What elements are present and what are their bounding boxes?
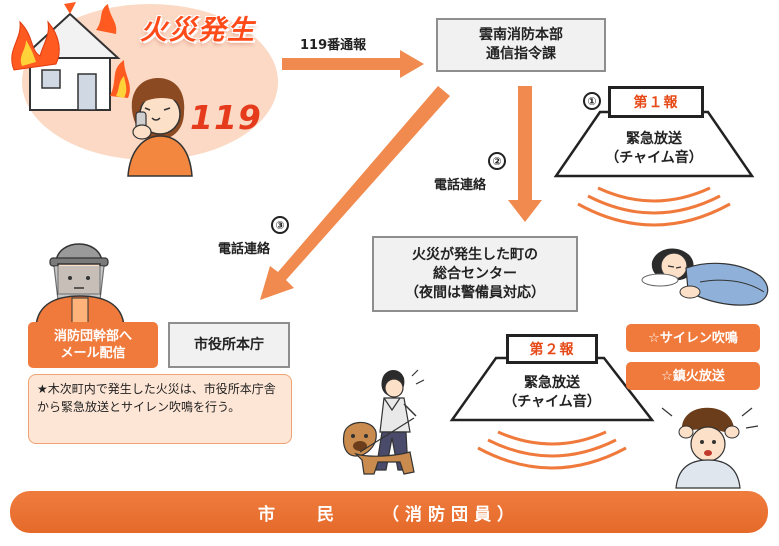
arrow-to-hq [282, 50, 424, 78]
citizen-label: 市 民 [258, 504, 352, 525]
first-report-badge: 第１報 [608, 86, 704, 118]
siren-label: ☆サイレン吹鳴 [648, 330, 738, 346]
step2-number: ② [488, 152, 506, 170]
second-report-label: 第２報 [529, 342, 575, 358]
mail-delivery-chip: 消防団幹部へ メール配信 [28, 322, 158, 368]
center-box-line3: （夜間は警備員対応） [405, 284, 545, 301]
hq-box: 雲南消防本部 通信指令課 [436, 18, 606, 72]
sleeping-person-icon [641, 248, 769, 306]
first-report-text: 緊急放送 （チャイム音） [566, 130, 742, 168]
first-report-line2: （チャイム音） [605, 150, 703, 166]
report-label: 119番通報 [300, 38, 367, 53]
emergency-number: 119 [190, 98, 262, 137]
center-box-line2: 総合センター [433, 265, 517, 282]
arrow-to-city-hall [260, 86, 450, 300]
center-box-line1: 火災が発生した町の [412, 246, 538, 263]
fire-corps-label: （消防団員） [381, 504, 520, 525]
city-hall-box: 市役所本庁 [168, 322, 290, 368]
hq-box-line2: 通信指令課 [486, 46, 556, 62]
firefighter-icon [35, 243, 125, 327]
caller-woman-icon [127, 78, 193, 177]
second-report-badge: 第２報 [506, 334, 598, 364]
surprised-boy-icon [661, 407, 759, 489]
step3-label: 電話連絡 [218, 242, 271, 257]
first-report-label: 第１報 [633, 95, 679, 111]
step1-number: ① [583, 92, 601, 110]
walking-dog-person-icon [342, 369, 425, 475]
extinguish-chip: ☆鎮火放送 [626, 362, 760, 390]
burning-house-icon [11, 2, 130, 111]
mail-chip-line2: メール配信 [60, 346, 126, 361]
second-report-text: 緊急放送 （チャイム音） [462, 374, 642, 412]
first-report-line1: 緊急放送 [626, 131, 682, 147]
city-hall-label: 市役所本庁 [194, 336, 264, 353]
fire-outbreak-title: 火災発生 [140, 15, 256, 46]
mail-chip-line1: 消防団幹部へ [53, 329, 132, 344]
extinguish-label: ☆鎮火放送 [661, 368, 725, 384]
general-center-box: 火災が発生した町の 総合センター （夜間は警備員対応） [372, 236, 578, 312]
hq-box-line1: 雲南消防本部 [479, 27, 563, 43]
step3-number: ③ [271, 216, 289, 234]
second-report-waves [477, 430, 627, 470]
step2-label: 電話連絡 [434, 178, 487, 193]
second-report-line2: （チャイム音） [503, 394, 601, 410]
kisuki-note: ★木次町内で発生した火災は、市役所本庁舎から緊急放送とサイレン吹鳴を行う。 [28, 374, 292, 444]
citizen-bar: 市 民 （消防団員） [10, 491, 768, 533]
siren-chip: ☆サイレン吹鳴 [626, 324, 760, 352]
first-report-waves [577, 186, 731, 227]
second-report-line1: 緊急放送 [524, 375, 580, 391]
arrow-to-center [508, 86, 542, 222]
